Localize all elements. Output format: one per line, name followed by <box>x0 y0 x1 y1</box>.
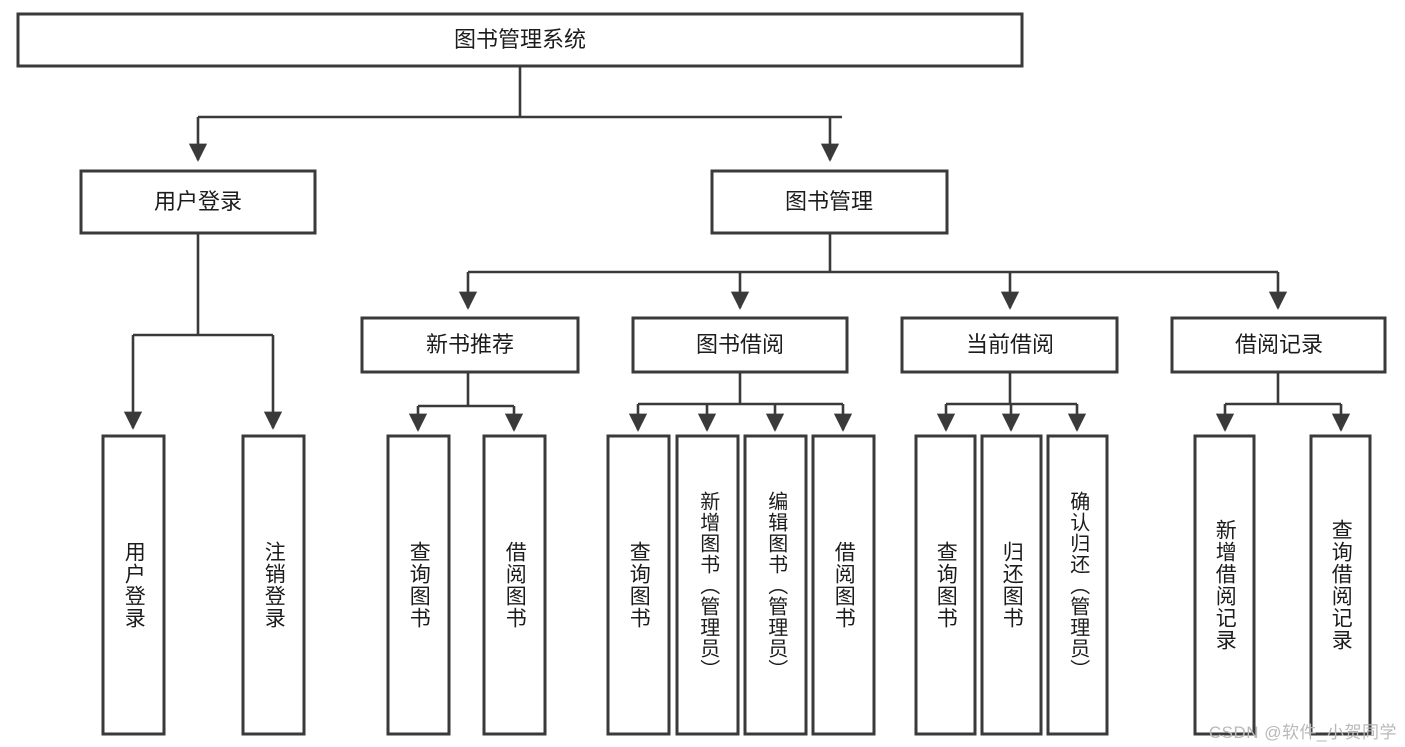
leaf-label: 查询图书 <box>627 541 651 629</box>
leaf-box[interactable] <box>914 434 977 736</box>
leaf-label: 查询图书 <box>934 541 958 629</box>
leaf-box[interactable] <box>101 434 166 736</box>
leaf-box[interactable] <box>241 434 306 736</box>
leaf-label: 新增图书（管理员） <box>696 490 719 680</box>
node-root-label: 图书管理系统 <box>454 27 586 52</box>
leaf-confirm-return-admin[interactable]: 确认归还（管理员） <box>1048 436 1107 734</box>
node-user-login[interactable]: 用户登录 <box>79 169 317 235</box>
leaf-boxes <box>101 434 1372 736</box>
leaf-box[interactable] <box>675 434 740 736</box>
leaf-label: 新增借阅记录 <box>1213 519 1237 651</box>
leaf-label: 查询借阅记录 <box>1329 519 1353 651</box>
leaf-box[interactable] <box>386 434 451 736</box>
leaf-user-login[interactable]: 用户登录 <box>103 436 164 734</box>
connector-borrow-to-leaves <box>628 372 853 432</box>
leaf-query-book[interactable]: 查询图书 <box>608 436 669 734</box>
node-book-management[interactable]: 图书管理 <box>710 169 949 235</box>
leaf-logout[interactable]: 注销登录 <box>243 436 304 734</box>
leaf-box[interactable] <box>811 434 876 736</box>
connector-newbook-to-leaves <box>408 372 524 432</box>
connector-records-to-leaves <box>1215 372 1351 432</box>
node-new-book-recommend-label: 新书推荐 <box>426 332 514 357</box>
leaf-query-book-new[interactable]: 查询图书 <box>388 436 449 734</box>
leaf-add-borrow-record[interactable]: 新增借阅记录 <box>1195 436 1254 734</box>
leaf-box[interactable] <box>606 434 671 736</box>
connector-userlogin-to-leaves <box>123 233 283 430</box>
connector-bookmgmt-to-level3 <box>458 233 1288 310</box>
leaf-label: 用户登录 <box>122 541 146 629</box>
leaf-box[interactable] <box>482 434 547 736</box>
leaf-label: 编辑图书（管理员） <box>764 490 787 680</box>
connector-root-to-level2 <box>188 66 842 162</box>
node-book-management-label: 图书管理 <box>785 189 873 214</box>
node-user-login-label: 用户登录 <box>154 189 242 214</box>
leaf-label: 注销登录 <box>262 541 286 629</box>
node-current-borrow[interactable]: 当前借阅 <box>900 316 1119 374</box>
connector-current-to-leaves <box>936 372 1087 432</box>
node-new-book-recommend[interactable]: 新书推荐 <box>360 316 580 374</box>
node-book-borrow-label: 图书借阅 <box>696 332 784 357</box>
leaf-add-book-admin[interactable]: 新增图书（管理员） <box>677 436 738 734</box>
node-current-borrow-label: 当前借阅 <box>966 332 1054 357</box>
leaf-box[interactable] <box>1193 434 1256 736</box>
node-borrow-records[interactable]: 借阅记录 <box>1170 316 1387 374</box>
leaf-label: 查询图书 <box>407 541 431 629</box>
leaf-borrow-book-new[interactable]: 借阅图书 <box>484 436 545 734</box>
node-borrow-records-label: 借阅记录 <box>1235 332 1323 357</box>
leaf-label: 借阅图书 <box>503 541 527 629</box>
leaf-box[interactable] <box>1046 434 1109 736</box>
leaf-box[interactable] <box>1309 434 1372 736</box>
leaf-box[interactable] <box>743 434 808 736</box>
leaf-box[interactable] <box>980 434 1043 736</box>
node-book-borrow[interactable]: 图书借阅 <box>631 316 849 374</box>
leaf-label: 借阅图书 <box>832 541 856 629</box>
leaf-label: 归还图书 <box>1000 541 1024 629</box>
leaf-query-borrow-record[interactable]: 查询借阅记录 <box>1311 436 1370 734</box>
node-root[interactable]: 图书管理系统 <box>16 12 1024 68</box>
leaf-return-book[interactable]: 归还图书 <box>982 436 1041 734</box>
leaf-borrow-book[interactable]: 借阅图书 <box>813 436 874 734</box>
leaf-query-book-current[interactable]: 查询图书 <box>916 436 975 734</box>
leaf-edit-book-admin[interactable]: 编辑图书（管理员） <box>745 436 806 734</box>
leaf-label: 确认归还（管理员） <box>1066 490 1089 680</box>
